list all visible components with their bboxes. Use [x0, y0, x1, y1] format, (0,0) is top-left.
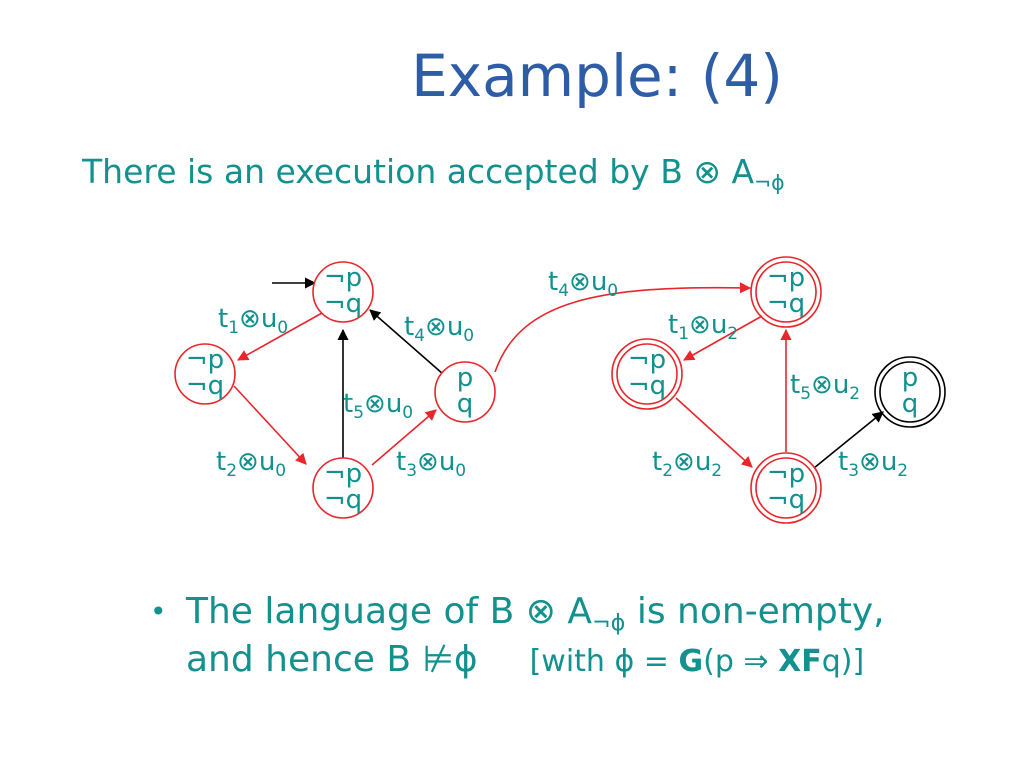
edge-rbottom-to-raccept: [813, 411, 884, 469]
state-circle: [312, 457, 374, 519]
state-circle: [174, 343, 236, 405]
state-label-line2: ¬q: [324, 485, 362, 515]
bullet-line-2: and hence B ⊭ϕ [with ϕ = G(p ⇒ XFq)]: [186, 636, 864, 686]
bullet-line1-b: is non-empty,: [625, 591, 885, 632]
edge-label-r-t5u2: t5⊗u2: [790, 370, 860, 404]
edge-label-r-t1u2: t1⊗u2: [668, 310, 738, 344]
edge-rleft-to-rbottom: [675, 397, 753, 468]
state-circle: [434, 361, 496, 423]
edge-right-to-top: [369, 309, 444, 375]
bullet-line2-a: and hence B ⊭ϕ: [186, 639, 478, 680]
edge-cross-to-right-component: [494, 282, 752, 373]
state-outer-circle: [874, 356, 946, 428]
edge-label-l-t3u0: t3⊗u0: [396, 447, 466, 481]
state-label-line2: ¬q: [767, 289, 805, 319]
formula-mid: (p ⇒: [703, 644, 779, 679]
state-r-left: ¬p¬q: [611, 338, 683, 410]
edge-label-l-t4u0: t4⊗u0: [404, 312, 474, 346]
edge-label-l-t5u0: t5⊗u0: [343, 389, 413, 423]
edge-label-r-t2u2: t2⊗u2: [652, 447, 722, 481]
edge-rtop-to-rleft: [683, 315, 763, 361]
state-outer-circle: [750, 256, 822, 328]
formula-open: [with ϕ =: [529, 644, 679, 679]
state-outer-circle: [750, 452, 822, 524]
states: ¬p¬q¬p¬q¬p¬qpq¬p¬q¬p¬q¬p¬qpq: [174, 256, 946, 524]
formula-close: q)]: [821, 644, 865, 679]
state-label-line1: ¬p: [186, 345, 224, 375]
formula: [with ϕ = G(p ⇒ XFq)]: [530, 644, 865, 679]
bullet-line1-a: The language of B ⊗ A: [186, 591, 592, 632]
state-circle: [755, 261, 817, 323]
bullet-marker: •: [150, 595, 167, 628]
state-label-line1: ¬p: [767, 263, 805, 293]
edge-label-l-t1u0: t1⊗u0: [218, 304, 288, 338]
formula-XF: XF: [778, 644, 822, 679]
state-circle: [616, 343, 678, 405]
slide-title: Example: (4): [411, 42, 783, 110]
state-l-right: pq: [434, 361, 496, 423]
edge-bottom-to-right: [371, 409, 437, 466]
state-label-line1: ¬p: [324, 459, 362, 489]
state-label-line1: ¬p: [628, 345, 666, 375]
state-l-left: ¬p¬q: [174, 343, 236, 405]
state-r-top: ¬p¬q: [750, 256, 822, 328]
bullet-line-1: The language of B ⊗ A¬ϕ is non-empty,: [186, 588, 885, 647]
formula-G: G: [678, 644, 704, 679]
state-label-line2: ¬q: [767, 485, 805, 515]
state-r-bottom: ¬p¬q: [750, 452, 822, 524]
edge-labels: t1⊗u0 t4⊗u0 t5⊗u0 t2⊗u0 t3⊗u0 t4⊗u0 t1⊗u2 t5⊗u2…: [216, 267, 908, 481]
state-circle: [755, 457, 817, 519]
state-label-line2: ¬q: [186, 371, 224, 401]
edges: [233, 277, 884, 469]
edge-top-to-left: [237, 312, 323, 361]
state-r-right: pq: [874, 356, 946, 428]
edge-label-l-t2u0: t2⊗u0: [216, 447, 286, 481]
subtitle-text: There is an execution accepted by B ⊗ A: [82, 152, 755, 191]
state-label-line1: ¬p: [767, 459, 805, 489]
state-label-line1: p: [457, 363, 474, 393]
edge-left-to-bottom: [233, 385, 307, 465]
state-circle: [879, 361, 941, 423]
state-label-line1: ¬p: [324, 263, 362, 293]
state-label-line2: q: [902, 389, 919, 419]
subtitle-subscript: ¬ϕ: [754, 170, 785, 195]
edge-label-r-t3u2: t3⊗u2: [838, 447, 908, 481]
state-l-top: ¬p¬q: [312, 261, 374, 323]
state-l-bottom: ¬p¬q: [312, 457, 374, 519]
slide-subtitle: There is an execution accepted by B ⊗ A¬…: [82, 152, 785, 195]
bullet-line1-sub: ¬ϕ: [591, 610, 626, 637]
state-label-line1: p: [902, 363, 919, 393]
state-label-line2: q: [457, 389, 474, 419]
state-label-line2: ¬q: [628, 371, 666, 401]
state-label-line2: ¬q: [324, 289, 362, 319]
edge-label-x-t4u0: t4⊗u0: [548, 267, 618, 301]
state-outer-circle: [611, 338, 683, 410]
state-circle: [312, 261, 374, 323]
